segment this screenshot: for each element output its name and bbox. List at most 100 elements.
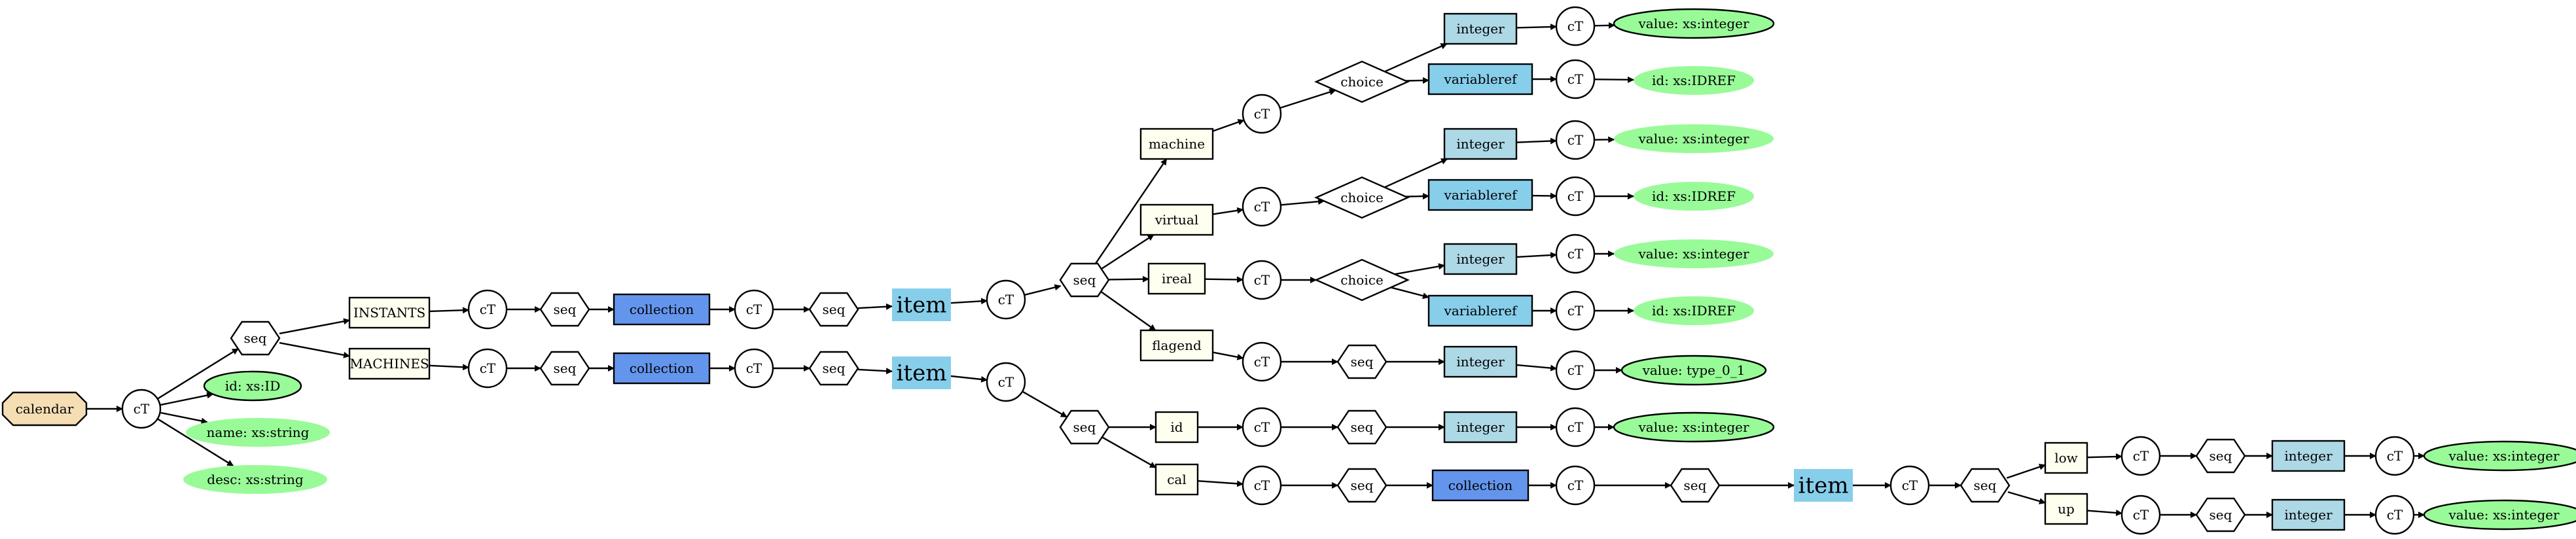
node-ct_flagend: cT [1242, 341, 1282, 382]
node-seq_mach-shape [539, 351, 590, 386]
node-int_up-shape [2271, 498, 2346, 531]
node-ct_low-shape [2120, 436, 2161, 476]
node-val_low-shape [2423, 440, 2576, 472]
node-calendar-label: calendar [16, 401, 74, 417]
node-seq1: seq [230, 321, 281, 356]
node-machine-label: machine [1149, 136, 1205, 152]
node-int_id: integer [1443, 411, 1518, 443]
node-seq_cal-label: seq [1351, 478, 1374, 493]
node-val_ireal-label: value: xs:integer [1637, 246, 1749, 262]
node-var_ireal-label: variableref [1444, 303, 1518, 319]
node-val_ireal: value: xs:integer [1614, 239, 1774, 268]
node-ct_int_low: cT [2374, 436, 2415, 476]
node-ct_item_inst: cT [986, 279, 1026, 320]
node-ref_machine-label: id: xs:IDREF [1652, 73, 1736, 88]
edge-machines-to-ct_mach [429, 364, 470, 371]
node-seq_low: seq [2195, 438, 2246, 474]
node-val_id: value: xs:integer [1613, 411, 1775, 443]
node-seq_item_inst-label: seq [1073, 272, 1096, 288]
node-ct_item_cal-label: cT [1902, 478, 1918, 493]
node-val_flagend: value: type_0_1 [1620, 355, 1767, 386]
node-int_low-shape [2271, 440, 2346, 472]
node-int_low: integer [2271, 440, 2346, 472]
node-ct_item_mach-label: cT [998, 374, 1014, 390]
node-choice_ireal-shape [1314, 258, 1410, 302]
node-ct_coll_mach-shape [734, 348, 774, 389]
node-ct_int_up: cT [2374, 495, 2415, 535]
node-ct_coll_mach-label: cT [746, 360, 762, 376]
edge-item_inst-to-ct_item_inst [950, 298, 988, 305]
node-seq_coll_mach: seq [808, 351, 859, 386]
node-attr_desc-label: desc: xs:string [207, 472, 304, 487]
node-ct_machine: cT [1242, 94, 1282, 134]
node-seq_inst-shape [539, 292, 590, 327]
edge-machine-to-ct_machine [1212, 118, 1245, 132]
node-val_machine-label: value: xs:integer [1637, 16, 1749, 31]
node-ct_int_machine: cT [1555, 6, 1596, 46]
node-seq_coll_mach-shape [808, 351, 859, 386]
node-ct_virtual: cT [1242, 186, 1282, 227]
node-choice_machine-label: choice [1340, 74, 1384, 90]
node-virtual-label: virtual [1154, 212, 1199, 228]
node-ct_var_ireal-label: cT [1567, 303, 1584, 319]
node-seq_item_mach-label: seq [1073, 419, 1096, 435]
node-var_virtual-shape [1427, 179, 1533, 211]
node-instants: INSTANTS [348, 296, 431, 329]
node-ct_int_up-label: cT [2387, 507, 2403, 523]
edge-choice_machine-to-var_machine [1405, 77, 1429, 84]
edge-seq_coll_mach-to-item_mach [857, 368, 893, 375]
node-ref_virtual: id: xs:IDREF [1634, 182, 1754, 211]
node-ct_int_machine-shape [1555, 6, 1596, 46]
node-ct_int_flagend: cT [1555, 350, 1596, 391]
edge-seq1-to-machines [279, 341, 350, 358]
node-machines-label: MACHINES [349, 356, 429, 372]
edge-choice_ireal-to-int_ireal [1394, 263, 1445, 275]
node-item_mach: item [892, 356, 951, 389]
node-ct_machine-label: cT [1254, 106, 1270, 122]
node-var_machine-label: variableref [1444, 71, 1518, 87]
node-attr_desc: desc: xs:string [183, 465, 327, 494]
node-flagend: flagend [1139, 329, 1214, 362]
node-ct_int_virtual-label: cT [1567, 132, 1584, 148]
node-item_cal: item [1794, 469, 1853, 502]
node-cal_el-label: cal [1167, 472, 1187, 487]
node-ct_var_virtual: cT [1555, 176, 1596, 217]
node-item_inst-shape [892, 288, 951, 321]
node-ct_int_low-label: cT [2387, 448, 2403, 464]
node-ct_int_flagend-shape [1555, 350, 1596, 391]
node-ct_virtual-label: cT [1254, 199, 1270, 215]
node-flagend-label: flagend [1152, 338, 1202, 353]
node-ct_var_machine: cT [1555, 59, 1596, 99]
node-low-label: low [2054, 450, 2078, 466]
node-seq_item_cal-label: seq [1974, 478, 1997, 493]
node-ct1: cT [121, 389, 162, 429]
node-coll_inst: collection [613, 293, 711, 326]
node-item_mach-shape [892, 356, 951, 389]
node-seq_item_inst: seq [1059, 262, 1110, 298]
edge-int_machine-to-ct_int_machine [1516, 24, 1558, 31]
node-ct_id-shape [1242, 407, 1282, 447]
node-int_machine-shape [1443, 12, 1518, 45]
node-attr_id: id: xs:ID [203, 370, 302, 402]
edge-virtual-to-ct_virtual [1212, 207, 1244, 215]
node-ct1-shape [121, 389, 162, 429]
node-item_inst-label: item [897, 292, 947, 319]
edge-choice_virtual-to-int_virtual [1384, 158, 1448, 188]
node-ct_int_ireal-label: cT [1567, 246, 1584, 262]
node-var_machine: variableref [1427, 63, 1533, 96]
node-seq_id: seq [1336, 409, 1387, 445]
node-attr_name: name: xs:string [186, 418, 330, 447]
edge-up-to-ct_up [2086, 510, 2123, 516]
node-attr_name-label: name: xs:string [207, 425, 310, 440]
node-ref_ireal: id: xs:IDREF [1634, 296, 1754, 325]
node-ct_up-shape [2120, 495, 2161, 535]
node-flagend-shape [1139, 329, 1214, 362]
node-item_inst: item [892, 288, 951, 321]
node-ct_ireal-label: cT [1254, 272, 1270, 288]
node-ct_flagend-label: cT [1254, 354, 1270, 370]
node-int_ireal: integer [1443, 243, 1518, 275]
node-ct_coll_cal: cT [1555, 465, 1596, 506]
edge-ireal-to-ct_ireal [1204, 276, 1244, 283]
node-var_virtual-label: variableref [1444, 187, 1518, 203]
node-ct_cal-shape [1242, 465, 1282, 506]
